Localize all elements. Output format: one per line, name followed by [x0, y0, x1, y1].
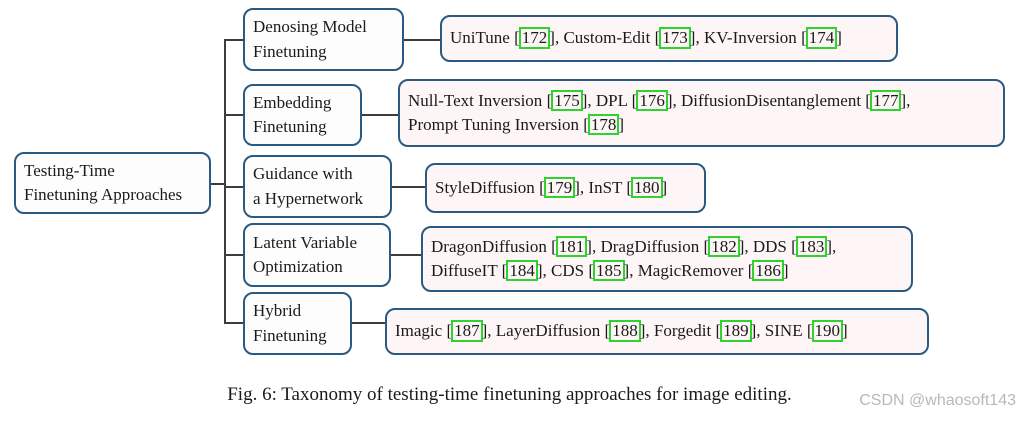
- branch-2-leaf-connector-line: [362, 114, 398, 116]
- branch-5-connector-line: [226, 322, 243, 324]
- branch-3-connector-line: [226, 186, 243, 188]
- citation-ref[interactable]: 181: [555, 235, 588, 258]
- citation-ref[interactable]: 182: [708, 235, 740, 258]
- category-node-hybrid-finetuning: Hybrid Finetuning: [243, 292, 352, 355]
- citation-ref[interactable]: 176: [636, 89, 668, 112]
- citation-ref[interactable]: 183: [795, 235, 828, 258]
- leaf-text: DragonDiffusion [181], DragDiffusion [18…: [431, 235, 837, 282]
- branch-1-leaf-connector-line: [404, 39, 440, 41]
- citation-ref[interactable]: 174: [805, 27, 838, 49]
- citation-ref[interactable]: 180: [631, 176, 663, 199]
- branch-2-connector-line: [226, 114, 243, 116]
- citation-ref[interactable]: 188: [609, 320, 641, 342]
- category-label: Latent Variable Optimization: [253, 232, 358, 276]
- citation-ref[interactable]: 185: [593, 260, 625, 282]
- leaf-node-denosing-methods: UniTune [172], Custom-Edit [173], KV-Inv…: [440, 15, 898, 62]
- root-node-label: Testing-Time Finetuning Approaches: [24, 159, 182, 207]
- trunk-line: [224, 39, 226, 324]
- leaf-node-embedding-methods: Null-Text Inversion [175], DPL [176], Di…: [398, 79, 1005, 147]
- branch-1-connector-line: [226, 39, 243, 41]
- category-label: Denosing Model Finetuning: [253, 17, 367, 61]
- watermark-text: CSDN @whaosoft143: [859, 392, 1016, 409]
- citation-ref[interactable]: 172: [518, 27, 551, 49]
- citation-ref[interactable]: 186: [752, 260, 784, 282]
- leaf-text: UniTune [172], Custom-Edit [173], KV-Inv…: [450, 27, 842, 49]
- category-node-embedding-finetuning: Embedding Finetuning: [243, 84, 362, 146]
- citation-ref[interactable]: 173: [659, 27, 691, 49]
- citation-ref[interactable]: 179: [543, 176, 576, 199]
- figure-caption: Fig. 6: Taxonomy of testing-time finetun…: [227, 384, 792, 405]
- citation-ref[interactable]: 187: [451, 320, 483, 342]
- leaf-text: StyleDiffusion [179], InST [180]: [435, 176, 668, 199]
- citation-ref[interactable]: 190: [811, 320, 843, 342]
- citation-ref[interactable]: 178: [587, 114, 620, 136]
- branch-3-leaf-connector-line: [392, 186, 425, 188]
- category-node-denosing-model-finetuning: Denosing Model Finetuning: [243, 8, 404, 71]
- root-connector-line: [211, 183, 224, 185]
- citation-ref[interactable]: 177: [869, 89, 902, 112]
- leaf-node-guidance-methods: StyleDiffusion [179], InST [180]: [425, 163, 706, 213]
- category-node-latent-variable-optimization: Latent Variable Optimization: [243, 223, 391, 287]
- leaf-text: Null-Text Inversion [175], DPL [176], Di…: [408, 89, 911, 136]
- leaf-node-latent-methods: DragonDiffusion [181], DragDiffusion [18…: [421, 226, 913, 292]
- leaf-text: Imagic [187], LayerDiffusion [188], Forg…: [395, 320, 848, 342]
- branch-4-connector-line: [226, 254, 243, 256]
- citation-ref[interactable]: 189: [720, 320, 752, 342]
- root-line-2: Finetuning Approaches: [24, 185, 183, 204]
- citation-ref[interactable]: 184: [506, 260, 538, 282]
- root-node: Testing-Time Finetuning Approaches: [14, 152, 211, 214]
- leaf-node-hybrid-methods: Imagic [187], LayerDiffusion [188], Forg…: [385, 308, 929, 355]
- category-node-guidance-hypernetwork: Guidance with a Hypernetwork: [243, 155, 392, 218]
- citation-ref[interactable]: 175: [551, 89, 583, 112]
- branch-4-leaf-connector-line: [391, 254, 421, 256]
- root-line-1: Testing-Time: [24, 160, 115, 180]
- category-label: Guidance with a Hypernetwork: [253, 164, 363, 208]
- category-label: Embedding Finetuning: [253, 92, 332, 136]
- category-label: Hybrid Finetuning: [253, 301, 327, 345]
- branch-5-leaf-connector-line: [352, 322, 385, 324]
